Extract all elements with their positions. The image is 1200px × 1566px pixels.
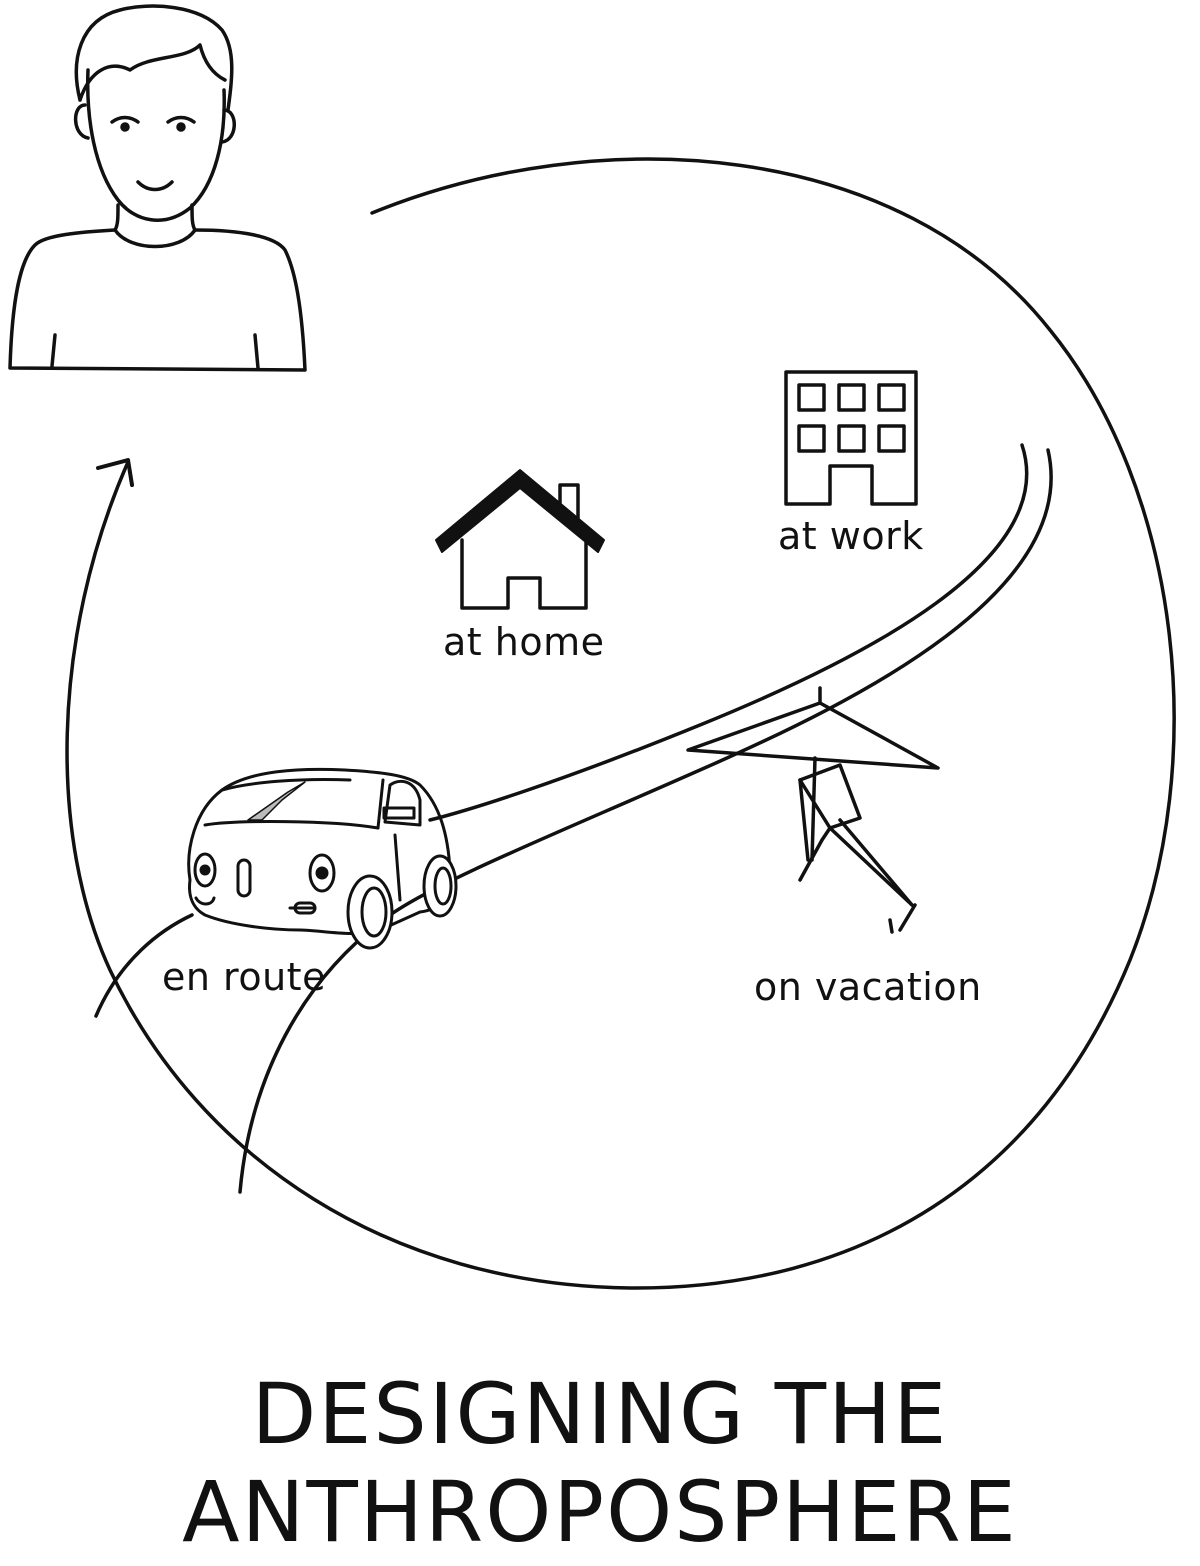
cycle-circle [65,157,1176,1290]
label-en-route: en route [162,955,326,999]
arrow-head-icon [96,458,134,487]
label-at-work: at work [778,514,924,558]
label-on-vacation: on vacation [754,965,982,1009]
title-line-1: DESIGNING THE [251,1365,949,1463]
house-icon [435,469,605,610]
deck-chair-icon [798,763,917,934]
label-at-home: at home [443,620,605,664]
title-line-2: ANTHROPOSPHERE [182,1463,1018,1561]
road [94,443,1053,1194]
person-icon [8,4,307,372]
car-icon [187,767,458,950]
office-building-icon [784,370,918,506]
